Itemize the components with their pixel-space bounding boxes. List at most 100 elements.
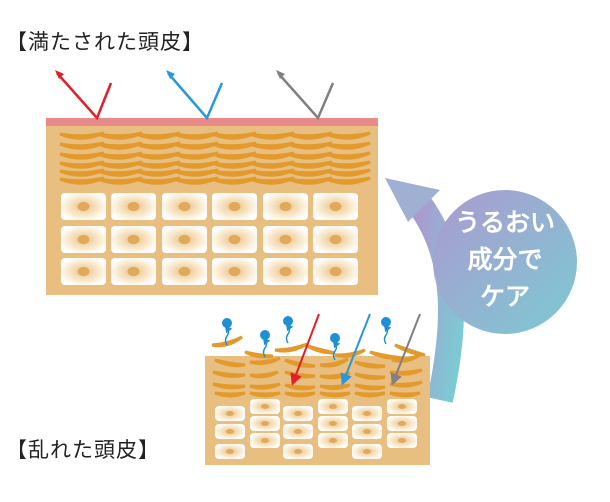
blue-ray-penetrating-icon [340,313,371,386]
callout-text: うるおい 成分で ケア [433,204,577,315]
cell-nucleus [279,234,292,245]
corneum-scale [354,391,386,398]
cell-nucleus [279,201,292,212]
moisture-drop-icon [283,316,293,326]
moisture-wave [224,324,233,346]
corneum-scale [274,342,308,353]
corneum-scale [249,356,281,366]
corneum-scale [304,343,336,355]
red-ray-reflected-icon [56,72,113,121]
corneum-scale [173,141,219,150]
stratum-corneum-layers [59,131,371,185]
cell-nucleus [294,410,302,417]
corneum-scale [135,176,181,185]
corneum-scale [135,160,181,169]
corneum-scale [212,382,246,390]
cell-nucleus [329,234,342,245]
corneum-scale [249,391,281,398]
cell-nucleus [178,201,191,212]
corneum-scale [354,383,386,391]
corneum-scale [173,176,219,185]
healthy-scalp-illustration [46,70,378,295]
corneum-scale [249,176,295,185]
cell-nucleus [226,410,234,417]
corneum-scale [334,348,366,358]
corneum-scale [211,160,257,169]
corneum-scale [249,151,295,160]
red-ray-penetrating-icon [290,313,320,386]
corneum-scale [97,131,143,140]
corneum-scale [354,372,386,380]
corneum-scale [212,370,246,378]
corneum-scale [173,160,219,169]
corneum-scale [319,391,351,398]
corneum-scale [287,176,333,185]
corneum-scale [325,151,371,160]
moisture-drop-icon [330,333,340,343]
cell-nucleus [226,448,234,455]
corneum-scale [249,131,295,140]
corneum-scale [249,382,281,390]
cell-nucleus [279,266,292,277]
corneum-scale [354,360,386,369]
corneum-scale [284,391,316,398]
corneum-scale [249,141,295,150]
cell-nucleus [294,428,302,435]
corneum-scale [59,131,105,140]
corneum-scale [211,168,257,177]
corneum-scale [97,151,143,160]
barrier-layer [46,118,378,126]
corneum-scale [211,176,257,185]
corneum-scale [249,160,295,169]
cell-nucleus [329,420,337,427]
cell-nucleus [77,266,90,277]
callout-line: うるおい [454,208,555,237]
cell-nucleus [329,201,342,212]
moisture-escaping-icons [222,316,392,361]
corneum-scale [319,383,351,391]
moisture-care-callout [385,178,577,403]
cell-nucleus [329,403,337,410]
cell-nucleus [127,234,140,245]
cell-nucleus [226,428,234,435]
gray-ray-penetrating-icon [390,313,421,386]
corneum-scale [173,151,219,160]
corneum-scale [284,383,316,391]
corneum-scale [287,160,333,169]
corneum-scale [59,168,105,177]
moisture-wave [383,323,392,345]
corneum-scale [135,168,181,177]
corneum-scale [211,151,257,160]
cell-nucleus [127,266,140,277]
corneum-scale [59,151,105,160]
corneum-scale [97,141,143,150]
damaged-scalp-illustration [205,313,430,465]
corneum-scale [325,160,371,169]
reflected-rays [55,70,335,121]
corneum-scale [173,168,219,177]
cell-nucleus [398,437,406,444]
cell-nucleus [178,266,191,277]
corneum-scale [59,141,105,150]
cell-nucleus [228,266,241,277]
cell-nucleus [178,234,191,245]
gray-ray-reflected-icon [277,72,335,121]
callout-bubble [433,190,577,334]
corneum-scale [249,370,279,379]
corneum-scale [325,131,371,140]
moisture-drop-icon [260,330,270,340]
healthy-scalp-title: 【満たされた頭皮】 [6,30,204,54]
cell-nucleus [363,448,371,455]
corneum-scale [97,176,143,185]
damaged-scalp-title: 【乱れた頭皮】 [6,438,160,462]
skin-cells [61,193,358,285]
corneum-scale [211,141,257,150]
moisture-wave [262,336,271,358]
corneum-scale [211,131,257,140]
cell-nucleus [261,420,269,427]
cell-nucleus [329,437,337,444]
corneum-scale [135,131,181,140]
corneum-scale [394,343,426,357]
moisture-wave [332,339,341,361]
